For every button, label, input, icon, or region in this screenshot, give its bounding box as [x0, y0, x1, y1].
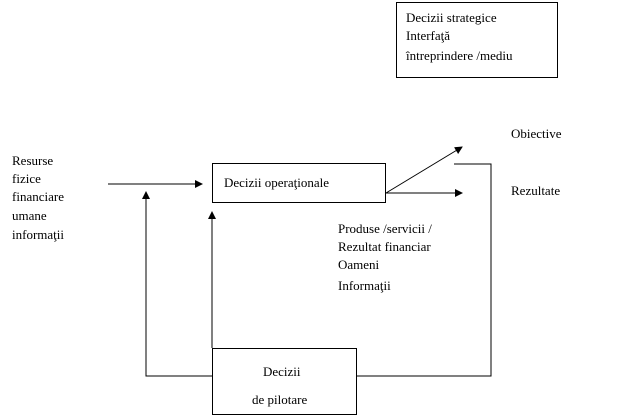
strategic-line-3: întreprindere /mediu — [406, 48, 513, 63]
pilot-decisions-box: Decizii de pilotare — [212, 348, 357, 415]
strategic-line-2: Interfaţă — [406, 28, 451, 43]
operational-label: Decizii operaţionale — [224, 175, 330, 190]
resources-line-4: umane — [12, 208, 47, 223]
resources-line-2: fizice — [12, 171, 41, 186]
pilot-line-1: Decizii — [263, 364, 301, 379]
resources-line-3: financiare — [12, 189, 64, 204]
outputs-line-4: Informaţii — [338, 278, 391, 293]
objectives-label: Obiective — [511, 126, 562, 141]
feedback-loop-line — [142, 163, 492, 377]
outputs-line-3: Oameni — [338, 257, 380, 272]
pilot-line-2: de pilotare — [252, 392, 308, 407]
resources-line-5: informaţii — [12, 227, 64, 242]
resources-line-1: Resurse — [12, 153, 54, 168]
strategic-line-1: Decizii strategice — [406, 10, 497, 25]
results-label: Rezultate — [511, 183, 561, 198]
objectives-arrow — [385, 146, 463, 194]
strategic-decisions-box: Decizii strategice Interfaţă întreprinde… — [396, 2, 558, 78]
outputs-line-2: Rezultat financiar — [338, 239, 431, 254]
operational-decisions-box: Decizii operaţionale — [212, 163, 386, 203]
outputs-line-1: Produse /servicii / — [338, 221, 432, 236]
